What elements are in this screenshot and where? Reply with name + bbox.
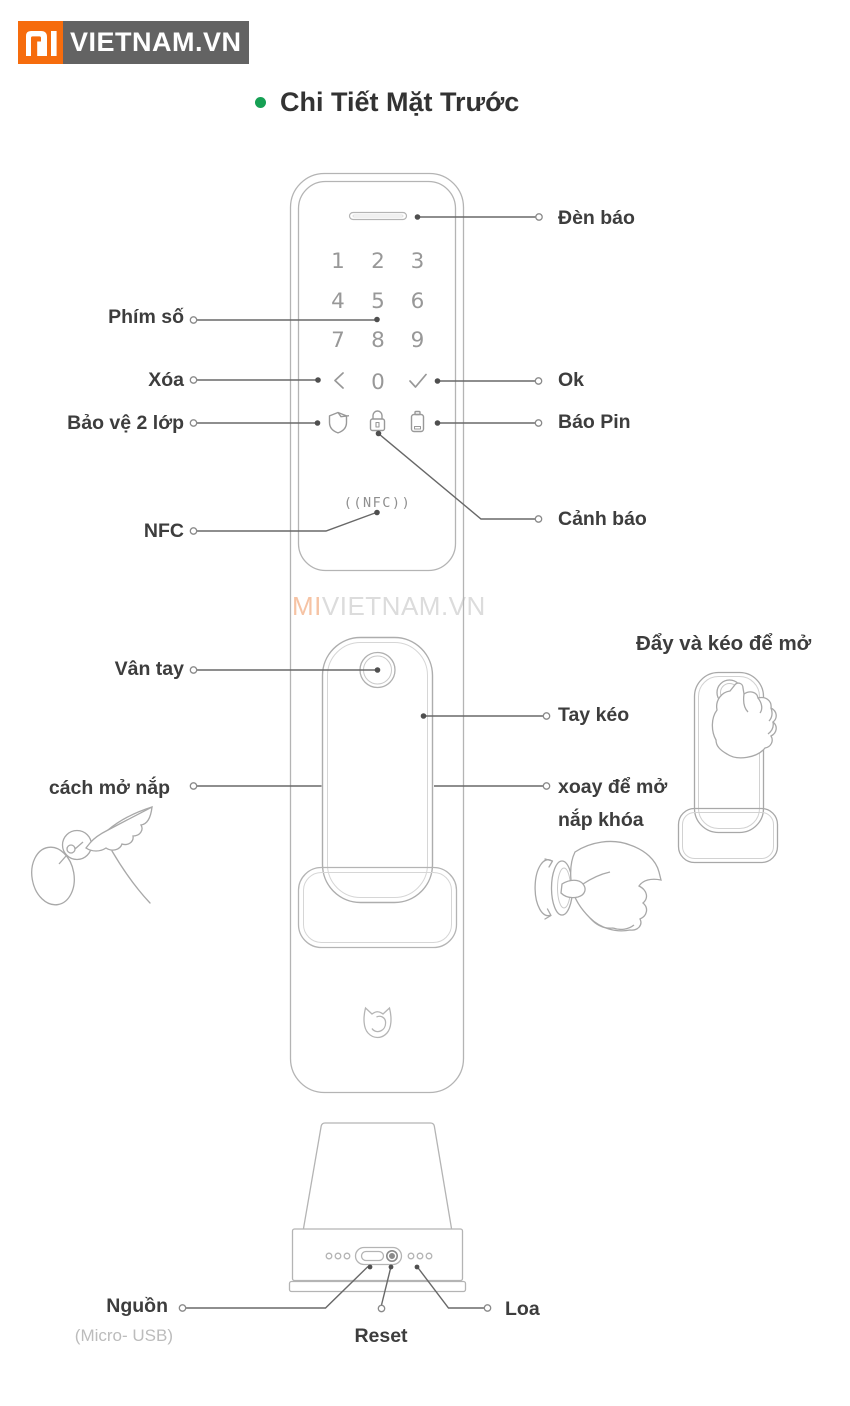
key-6: 6 bbox=[411, 289, 425, 314]
keypad: 1 2 3 4 5 6 7 8 9 0 bbox=[331, 249, 424, 395]
hand-remove-cover-illustration bbox=[31, 805, 153, 906]
label-nfc: NFC bbox=[143, 520, 184, 542]
label-loa: Loa bbox=[505, 1298, 540, 1320]
label-van-tay: Vân tay bbox=[114, 658, 184, 680]
label-day-va-keo: Đẩy và kéo để mở bbox=[636, 632, 812, 655]
reset-button bbox=[385, 1250, 398, 1263]
site-name: VIETNAM.VN bbox=[63, 21, 249, 64]
back-icon bbox=[334, 372, 344, 389]
battery-icon bbox=[410, 410, 425, 433]
key-8: 8 bbox=[371, 328, 385, 353]
watermark-rest: VIETNAM.VN bbox=[321, 591, 486, 621]
hand-grip-handle-illustration bbox=[677, 671, 779, 864]
key-0: 0 bbox=[371, 370, 385, 395]
label-xoay: xoay để mở nắp khóa bbox=[558, 771, 667, 837]
watermark: MIVIETNAM.VN bbox=[292, 591, 486, 622]
indicator-light bbox=[348, 211, 408, 221]
label-bao-pin: Báo Pin bbox=[558, 411, 631, 433]
site-logo: VIETNAM.VN bbox=[18, 21, 249, 64]
key-9: 9 bbox=[411, 328, 425, 353]
label-micro-usb: (Micro- USB) bbox=[74, 1326, 173, 1345]
mijia-logo-icon bbox=[363, 1006, 392, 1039]
usb-port bbox=[354, 1246, 403, 1266]
key-3: 3 bbox=[411, 249, 425, 274]
handle bbox=[321, 636, 434, 904]
mi-logo-icon bbox=[18, 21, 63, 64]
key-1: 1 bbox=[331, 249, 345, 274]
label-den-bao: Đèn báo bbox=[558, 207, 635, 229]
leader-dots bbox=[314, 214, 441, 1270]
label-phim-so: Phím số bbox=[108, 306, 184, 328]
label-bao-ve: Bảo vệ 2 lớp bbox=[67, 412, 184, 434]
label-xoay-line1: xoay để mở bbox=[558, 776, 668, 798]
label-cach-mo-nap: cách mở nắp bbox=[48, 777, 170, 799]
speaker-holes bbox=[407, 1252, 433, 1260]
key-7: 7 bbox=[331, 328, 345, 353]
vent-holes bbox=[325, 1252, 351, 1260]
key-2: 2 bbox=[371, 249, 385, 274]
mi-glyph-icon bbox=[25, 30, 57, 56]
leader-lines bbox=[186, 216, 543, 1309]
label-xoa: Xóa bbox=[148, 369, 184, 391]
section-title-text: Chi Tiết Mặt Trước bbox=[280, 87, 520, 117]
label-canh-bao: Cảnh báo bbox=[558, 508, 647, 530]
label-xoay-line2: nắp khóa bbox=[558, 809, 644, 831]
label-reset: Reset bbox=[354, 1325, 408, 1347]
section-title: Chi Tiết Mặt Trước bbox=[255, 87, 519, 118]
nfc-marking: ((NFC)) bbox=[344, 495, 411, 511]
label-ok: Ok bbox=[558, 369, 585, 391]
key-4: 4 bbox=[331, 289, 345, 314]
leader-endpoints bbox=[178, 213, 551, 1313]
lock-icon bbox=[369, 410, 386, 432]
watermark-mi: MI bbox=[292, 591, 322, 621]
hand-rotate-knob-illustration bbox=[534, 840, 662, 932]
shield-icon bbox=[328, 411, 350, 434]
check-icon bbox=[409, 373, 427, 388]
key-5: 5 bbox=[371, 289, 385, 314]
bullet-icon bbox=[255, 97, 266, 108]
base-station bbox=[288, 1122, 467, 1293]
lock-body bbox=[289, 172, 465, 1094]
handle-pocket bbox=[297, 866, 458, 949]
label-nguon: Nguồn bbox=[106, 1295, 168, 1317]
label-tay-keo: Tay kéo bbox=[558, 704, 630, 726]
